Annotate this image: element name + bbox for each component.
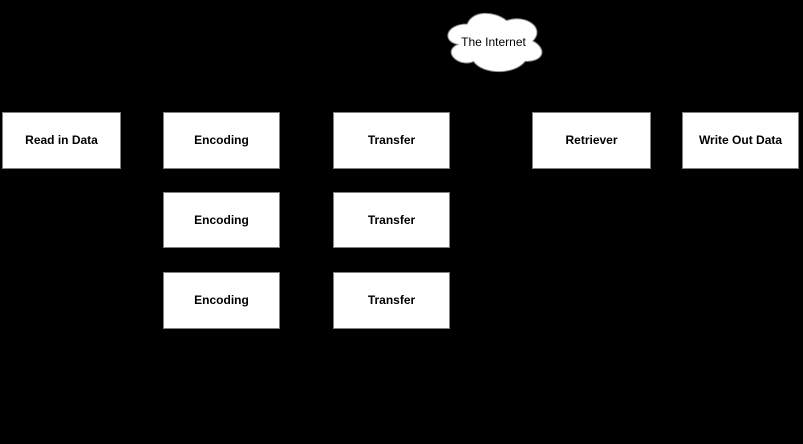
node-write-out-data-label: Write Out Data xyxy=(698,133,783,148)
node-transfer-1-label: Transfer xyxy=(367,133,416,148)
node-transfer-3[interactable]: Transfer xyxy=(333,272,450,329)
internet-cloud-node[interactable]: The Internet xyxy=(441,7,546,75)
node-read-in-data[interactable]: Read in Data xyxy=(2,112,121,169)
cloud-icon xyxy=(447,12,543,72)
node-encoding-2-label: Encoding xyxy=(194,212,249,227)
node-encoding-3[interactable]: Encoding xyxy=(163,272,280,329)
node-encoding-1[interactable]: Encoding xyxy=(163,112,280,169)
node-encoding-3-label: Encoding xyxy=(194,293,249,308)
node-transfer-2-label: Transfer xyxy=(367,212,416,227)
node-encoding-1-label: Encoding xyxy=(194,133,249,148)
node-transfer-3-label: Transfer xyxy=(367,293,416,308)
node-transfer-2[interactable]: Transfer xyxy=(333,192,450,248)
node-retriever-label: Retriever xyxy=(565,133,618,148)
internet-cloud-label: The Internet xyxy=(461,35,526,49)
node-retriever[interactable]: Retriever xyxy=(532,112,651,169)
node-write-out-data[interactable]: Write Out Data xyxy=(682,112,799,169)
node-encoding-2[interactable]: Encoding xyxy=(163,192,280,248)
node-transfer-1[interactable]: Transfer xyxy=(333,112,450,169)
node-read-in-data-label: Read in Data xyxy=(25,133,98,148)
